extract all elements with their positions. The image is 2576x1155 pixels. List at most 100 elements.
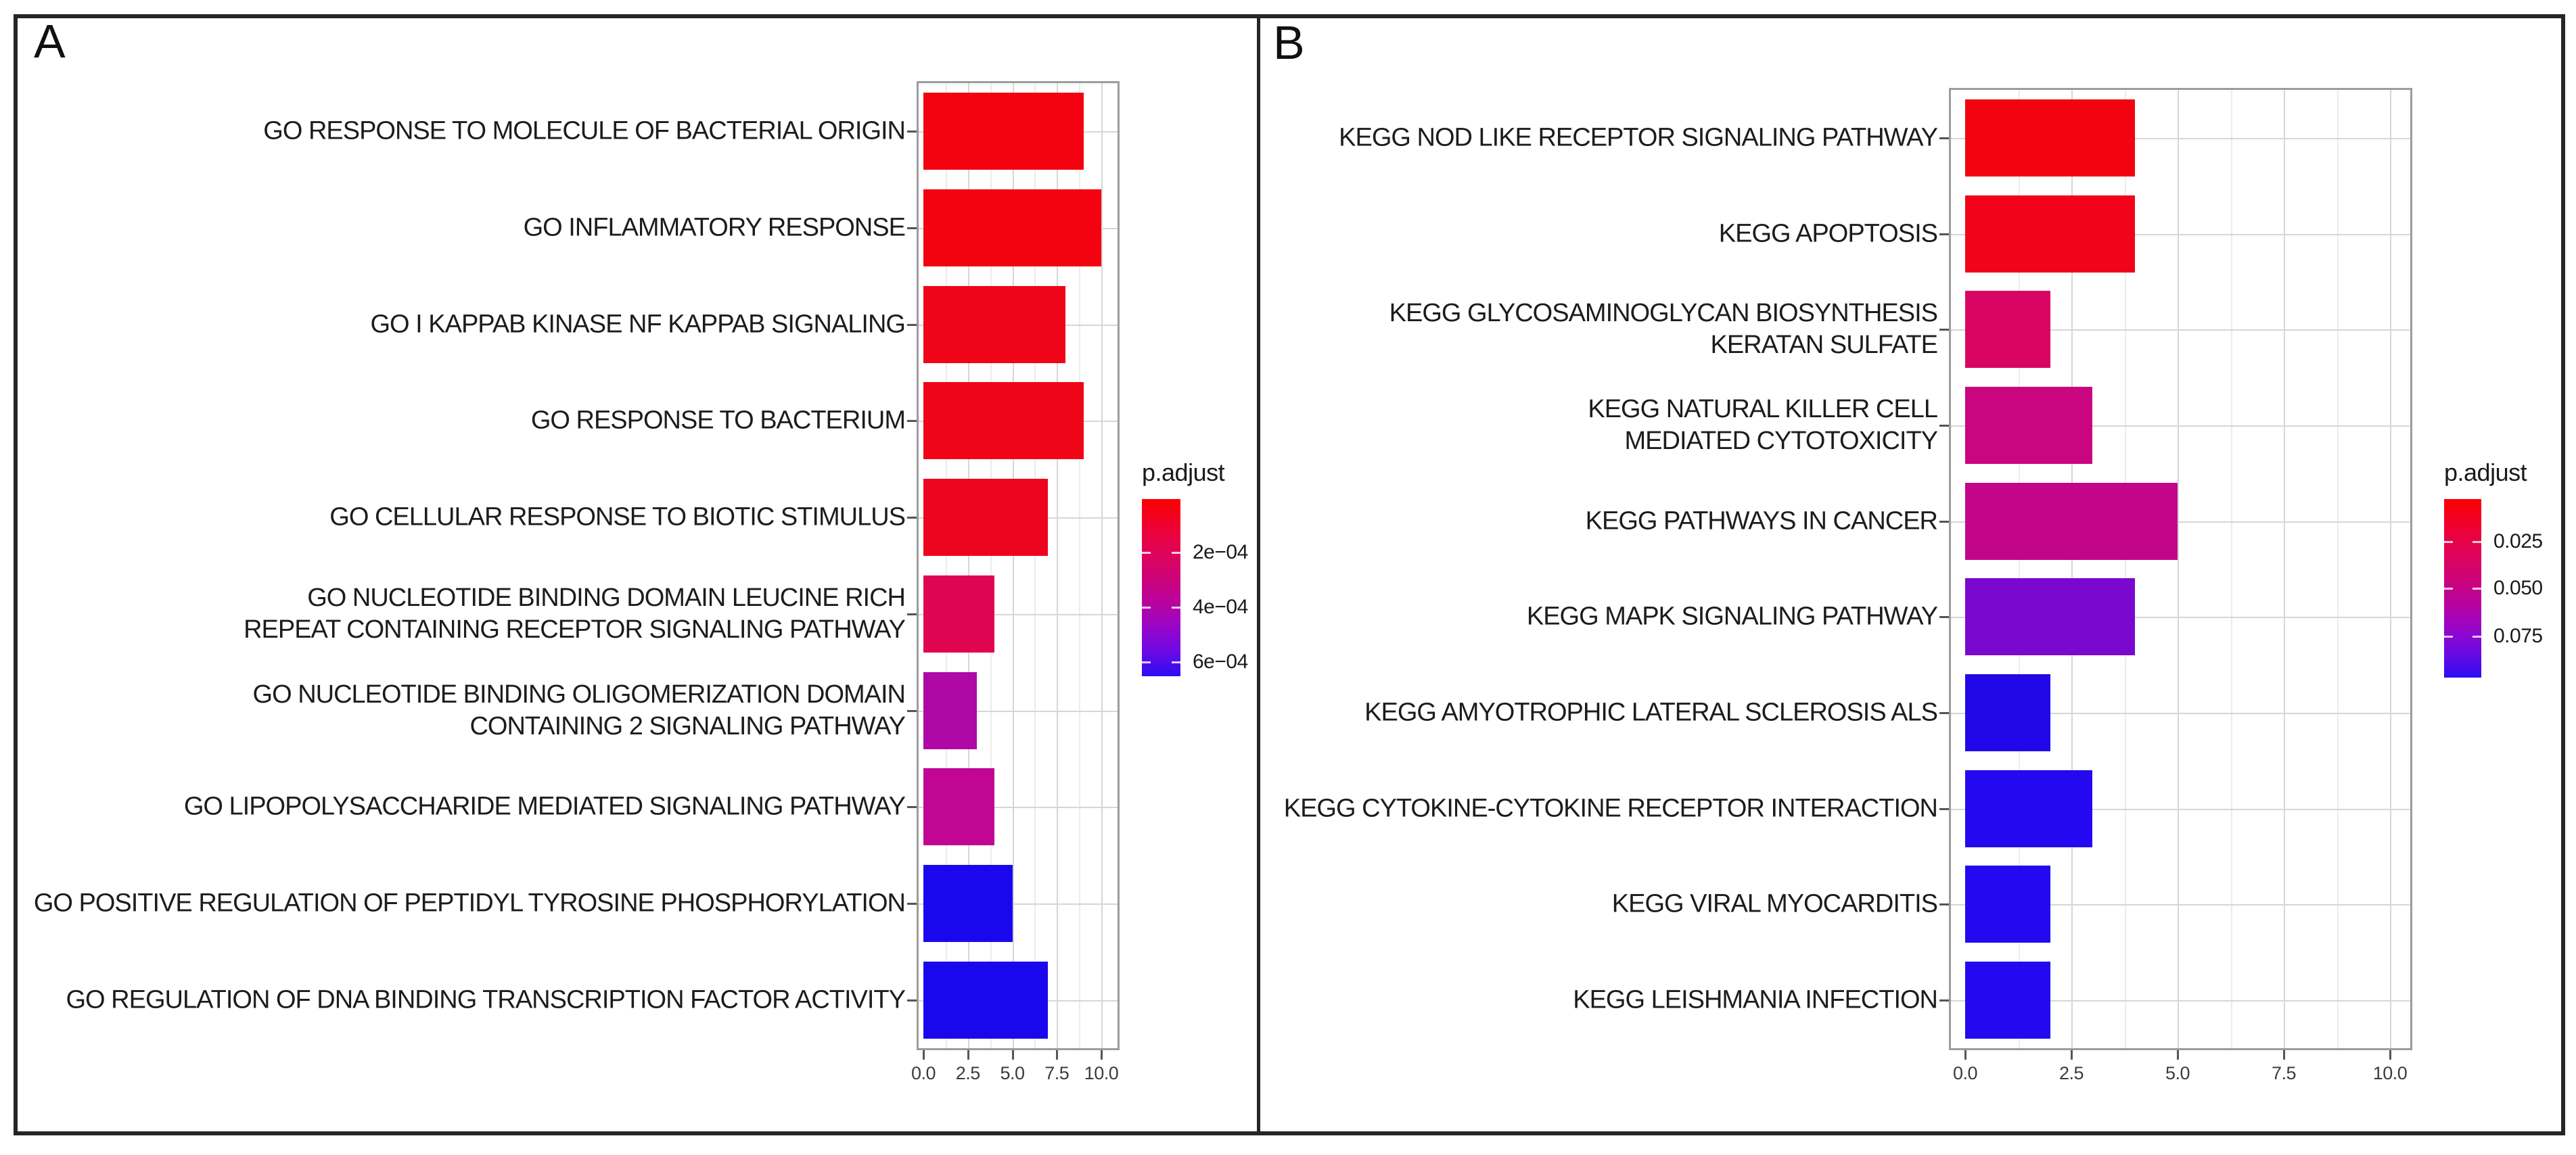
category-label: KEGG NOD LIKE RECEPTOR SIGNALING PATHWAY: [1339, 123, 1938, 152]
y-axis-tick: [907, 613, 917, 615]
category-label: GO LIPOPOLYSACCHARIDE MEDIATED SIGNALING…: [183, 792, 906, 821]
panel-divider: [1257, 14, 1260, 1135]
y-axis-tick: [1939, 999, 1949, 1002]
gridline-major: [1012, 83, 1014, 1048]
bar: [1965, 482, 2178, 560]
y-axis-tick: [907, 131, 917, 133]
x-axis-tick-label: 7.5: [1044, 1063, 1070, 1083]
gridline-minor: [1034, 83, 1036, 1048]
panel-b-letter: B: [1273, 16, 1305, 69]
gridline-minor: [990, 83, 992, 1048]
gridline-category: [919, 807, 1118, 809]
panel-a-legend-gradient: [1142, 499, 1180, 676]
gridline-minor: [945, 83, 947, 1048]
bar: [1965, 99, 2136, 176]
legend-tick-dash-right: [2472, 588, 2481, 590]
gridline-category: [1951, 808, 2410, 810]
category-label: GO I KAPPAB KINASE NF KAPPAB SIGNALING: [370, 310, 906, 339]
bar: [1965, 578, 2136, 656]
gridline-category: [1951, 137, 2410, 139]
category-label: KEGG NATURAL KILLER CELL MEDIATED CYTOTO…: [1588, 394, 1938, 455]
gridline-category: [1951, 233, 2410, 235]
gridline-category: [1951, 425, 2410, 427]
x-axis-tick: [2177, 1050, 2179, 1060]
bar: [1965, 386, 2093, 464]
category-label: GO RESPONSE TO BACTERIUM: [530, 406, 906, 435]
bar: [923, 382, 1084, 460]
y-axis-tick: [907, 517, 917, 519]
legend-tick-dash-left: [2444, 636, 2453, 638]
y-axis-tick: [907, 709, 917, 712]
legend-tick-dash-right: [1172, 551, 1180, 554]
legend-tick-label: 0.025: [2493, 530, 2543, 553]
x-axis-tick-label: 0.0: [911, 1063, 936, 1083]
legend-tick-dash-left: [2444, 588, 2453, 590]
bar: [1965, 866, 2050, 943]
gridline-major: [2071, 90, 2073, 1048]
bar: [1965, 962, 2050, 1039]
gridline-minor: [2124, 90, 2126, 1048]
category-label: KEGG APOPTOSIS: [1718, 219, 1938, 248]
y-axis-tick: [907, 999, 917, 1001]
y-axis-tick: [907, 227, 917, 230]
y-axis-tick: [907, 902, 917, 905]
bar: [923, 575, 995, 653]
gridline-major: [2284, 90, 2285, 1048]
y-axis-tick: [1939, 903, 1949, 906]
category-label: GO INFLAMMATORY RESPONSE: [523, 213, 906, 242]
gridline-category: [919, 613, 1118, 615]
legend-tick-dash-left: [2444, 541, 2453, 544]
category-label: GO CELLULAR RESPONSE TO BIOTIC STIMULUS: [329, 502, 906, 532]
x-axis-tick: [967, 1050, 969, 1060]
bar: [1965, 195, 2136, 273]
y-axis-tick: [1939, 520, 1949, 523]
bar: [923, 93, 1084, 170]
panel-a-legend-title: p.adjust: [1142, 458, 1225, 486]
legend-tick-label: 2e−04: [1193, 540, 1248, 563]
category-label: GO NUCLEOTIDE BINDING DOMAIN LEUCINE RIC…: [244, 583, 906, 644]
x-axis-tick-label: 2.5: [2058, 1063, 2084, 1083]
gridline-minor: [1079, 83, 1081, 1048]
y-axis-tick: [1939, 329, 1949, 331]
y-axis-tick: [1939, 712, 1949, 715]
x-axis-tick: [923, 1050, 925, 1060]
gridline-major: [967, 83, 969, 1048]
y-axis-tick: [1939, 137, 1949, 139]
gridline-minor: [2230, 90, 2232, 1048]
bar: [1965, 770, 2093, 847]
x-axis-tick: [2071, 1050, 2073, 1060]
legend-tick-label: 6e−04: [1193, 651, 1248, 674]
y-axis-tick: [1939, 233, 1949, 235]
bar: [923, 189, 1101, 267]
category-label: KEGG MAPK SIGNALING PATHWAY: [1526, 602, 1938, 631]
category-label: KEGG VIRAL MYOCARDITIS: [1611, 889, 1938, 918]
gridline-minor: [2018, 90, 2020, 1048]
gridline-category: [1951, 904, 2410, 906]
bar: [923, 479, 1049, 557]
x-axis-tick: [1101, 1050, 1103, 1060]
gridline-category: [1951, 1000, 2410, 1002]
gridline-major: [2178, 90, 2179, 1048]
category-label: KEGG AMYOTROPHIC LATERAL SCLEROSIS ALS: [1364, 698, 1938, 727]
category-label: GO NUCLEOTIDE BINDING OLIGOMERIZATION DO…: [252, 680, 906, 740]
gridline-category: [1951, 617, 2410, 619]
x-axis-tick-label: 10.0: [2372, 1063, 2408, 1083]
legend-tick-label: 0.050: [2493, 577, 2543, 599]
gridline-major: [1101, 83, 1103, 1048]
category-label: KEGG LEISHMANIA INFECTION: [1573, 985, 1938, 1014]
y-axis-tick: [907, 420, 917, 423]
bar: [923, 864, 1013, 942]
bar: [923, 671, 977, 749]
bar: [923, 285, 1066, 363]
gridline-minor: [2337, 90, 2339, 1048]
x-axis-tick-label: 7.5: [2271, 1063, 2297, 1083]
x-axis-tick: [1964, 1050, 1967, 1060]
gridline-major: [1057, 83, 1059, 1048]
gridline-category: [1951, 521, 2410, 523]
x-axis-tick-label: 5.0: [2165, 1063, 2190, 1083]
x-axis-tick-label: 0.0: [1952, 1063, 1978, 1083]
category-label: GO POSITIVE REGULATION OF PEPTIDYL TYROS…: [33, 889, 906, 918]
bar: [1965, 674, 2050, 752]
legend-tick-dash-right: [2472, 541, 2481, 544]
